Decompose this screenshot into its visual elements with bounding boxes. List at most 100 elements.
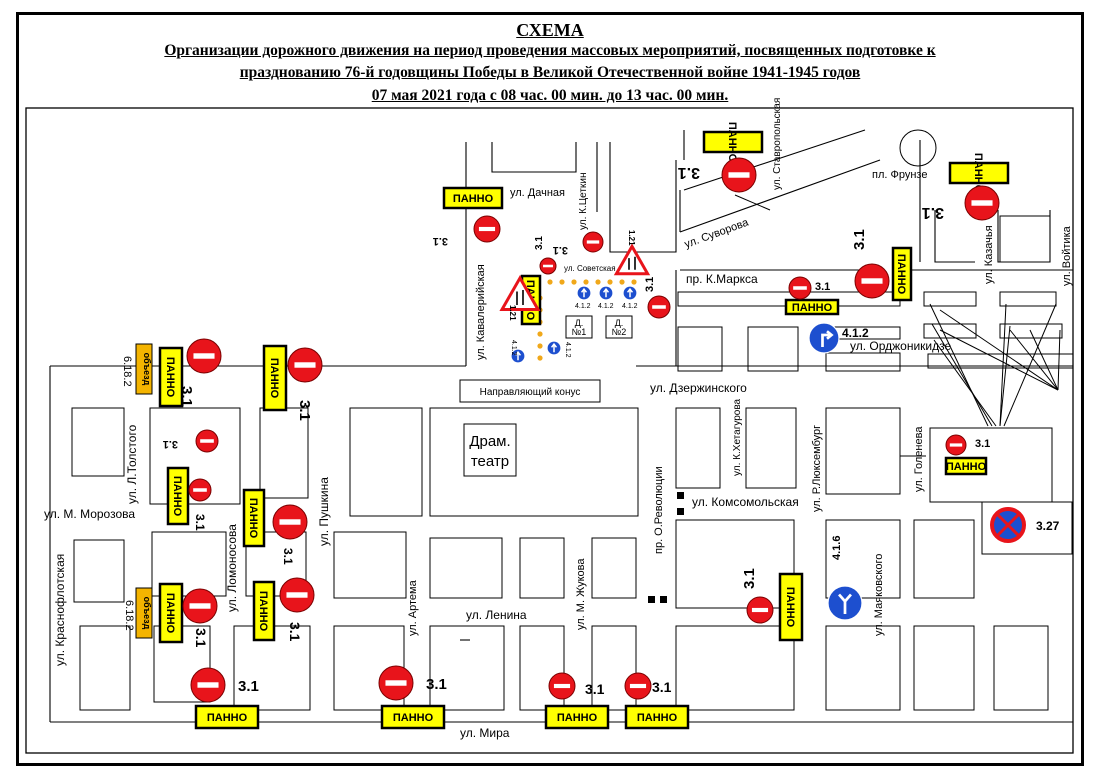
panno-label: ПАННО (726, 122, 738, 163)
panno-banner: ПАННО (158, 346, 184, 408)
panno-label: ПАННО (972, 153, 984, 194)
panno-label: ПАННО (171, 476, 183, 517)
street-name-khetagurova: ул. К.Хетагурова (732, 398, 743, 476)
no-entry-sign-icon (186, 338, 222, 374)
panno-banner: ПАННО (948, 153, 1010, 194)
no-entry-sign-icon (647, 295, 671, 319)
street-name-kmarksa: пр. К.Маркса (686, 272, 758, 286)
street-name-lomonosova: ул. Ломоносова (225, 524, 239, 612)
sign-code-4-1-6: 4.1.6 (831, 536, 843, 560)
sign-code-4-1-2: 4.1.2 (510, 340, 517, 356)
no-entry-sign-icon (190, 667, 226, 703)
panno-label: ПАННО (784, 587, 796, 628)
panno-label: ПАННО (207, 712, 248, 724)
street-name-kazachya: ул. Казачья (983, 225, 995, 284)
house-label: Д. (575, 318, 584, 328)
panno-label: ПАННО (164, 593, 176, 634)
sign-code-3-1: 3.1 (741, 568, 758, 589)
labels-layer: 3.1 3.1 3.1 3.1 3.1 3.1 3.1 3.1 3.1 3.1 3.1 3.1 3.1 3… (44, 98, 1073, 740)
straight-only-sign-icon (576, 285, 592, 301)
sign-code-1-21: 1.21 (508, 305, 517, 321)
panno-banner: ПАННО (194, 704, 260, 730)
sign-code-3-1: 3.1 (652, 679, 672, 695)
sign-code-3-1: 3.1 (815, 281, 830, 293)
house-label: №1 (572, 327, 587, 337)
sign-code-3-1: 3.1 (281, 548, 295, 565)
panno-label: ПАННО (393, 712, 434, 724)
detour-label: объезд (142, 353, 152, 386)
panno-banner: ПАННО (891, 246, 913, 302)
street-name-mayakovskogo: ул. Маяковского (873, 554, 885, 636)
no-entry-sign-icon (746, 596, 774, 624)
sign-code-4-1-2: 4.1.2 (622, 303, 638, 310)
house-label: Д. (615, 318, 624, 328)
street-name-tsetkin: ул. К.Цеткин (578, 173, 589, 230)
street-name-dzerzhinskogo: ул. Дзержинского (650, 381, 747, 395)
no-entry-sign-icon (945, 434, 967, 456)
panno-label: ПАННО (164, 357, 176, 398)
street-name-voytika: ул. Войтика (1061, 225, 1073, 286)
sign-code-3-1: 3.1 (238, 678, 259, 695)
straight-only-sign-icon (510, 348, 526, 364)
sign-code-3-1: 3.1 (553, 244, 568, 256)
panno-banner: ПАННО (544, 704, 610, 730)
sign-code-3-27: 3.27 (1036, 519, 1060, 533)
street-name-zhukova: ул. М. Жукова (575, 558, 587, 630)
street-name-sovetskaya: ул. Советская (564, 264, 616, 273)
sign-code-3-1: 3.1 (851, 229, 868, 250)
panno-label: ПАННО (792, 302, 833, 314)
sign-code-3-1: 3.1 (433, 235, 448, 247)
panno-banner: ПАННО (242, 488, 266, 548)
panno-banner: ПАННО (624, 704, 690, 730)
sign-code-3-1: 3.1 (193, 514, 207, 531)
no-entry-sign-icon (721, 157, 757, 193)
panno-banner: ПАННО (702, 122, 764, 163)
diagram-title: СХЕМА (516, 20, 584, 40)
street-name-stavropolskaya: ул. Ставропольская (772, 98, 783, 190)
panno-banner: ПАННО (380, 704, 446, 730)
straight-or-left-sign-icon (827, 585, 863, 621)
street-name-tolstogo: ул. Л.Толстого (125, 424, 139, 504)
detour-sign-icon: объезд (135, 343, 153, 395)
sign-code-4-1-2: 4.1.2 (598, 303, 614, 310)
sign-code-4-1-2: 4.1.2 (564, 342, 571, 358)
straight-only-sign-icon (598, 285, 614, 301)
sign-code-3-1: 3.1 (296, 400, 313, 421)
panno-banner: ПАННО (442, 186, 504, 210)
street-name-revolyutsii: пр. О.Революции (653, 466, 665, 554)
sign-code-3-1: 3.1 (193, 628, 209, 648)
no-entry-sign-icon (582, 231, 604, 253)
panno-banner: ПАННО (262, 344, 288, 412)
street-name-ordzhonikidze: ул. Орджоникидзе (850, 339, 951, 353)
street-name-kavaleriyskaya: ул. Кавалерийская (475, 264, 487, 360)
no-entry-sign-icon (188, 478, 212, 502)
panno-label: ПАННО (557, 712, 598, 724)
detour-label: объезд (142, 597, 152, 630)
panno-label: ПАННО (247, 498, 259, 539)
no-entry-sign-icon (964, 185, 1000, 221)
direction-arrows (734, 194, 1061, 427)
panno-label: ПАННО (946, 461, 987, 473)
house-label: №2 (612, 327, 627, 337)
no-entry-sign-icon (279, 577, 315, 613)
street-name-suvorova: ул. Суворова (683, 216, 751, 251)
panno-label: ПАННО (453, 193, 494, 205)
guide-cone-label: Направляющий конус (480, 387, 581, 398)
diagram-subtitle-line2: празднованию 76-й годовщины Победы в Вел… (239, 64, 861, 81)
street-name-frunze_sq: пл. Фрунзе (872, 169, 927, 181)
panno-banner: ПАННО (252, 580, 276, 642)
street-name-lenina: ул. Ленина (466, 608, 527, 622)
panno-banner: ПАННО (944, 456, 988, 476)
street-name-morozova: ул. М. Морозова (44, 507, 135, 521)
sign-code-6-18-2: 6.18.2 (121, 356, 133, 387)
oncoming-traffic-sign-icon (613, 243, 651, 276)
sign-code-3-1: 3.1 (534, 236, 545, 250)
street-name-luxemburg: ул. Р.Люксембург (811, 425, 823, 512)
panno-banner: ПАННО (778, 572, 804, 642)
sign-code-1-21: 1.21 (627, 230, 636, 246)
panno-banner: ПАННО (158, 582, 184, 644)
no-entry-sign-icon (195, 429, 219, 453)
sign-code-3-1: 3.1 (678, 164, 700, 181)
sign-code-4-1-2: 4.1.2 (575, 303, 591, 310)
